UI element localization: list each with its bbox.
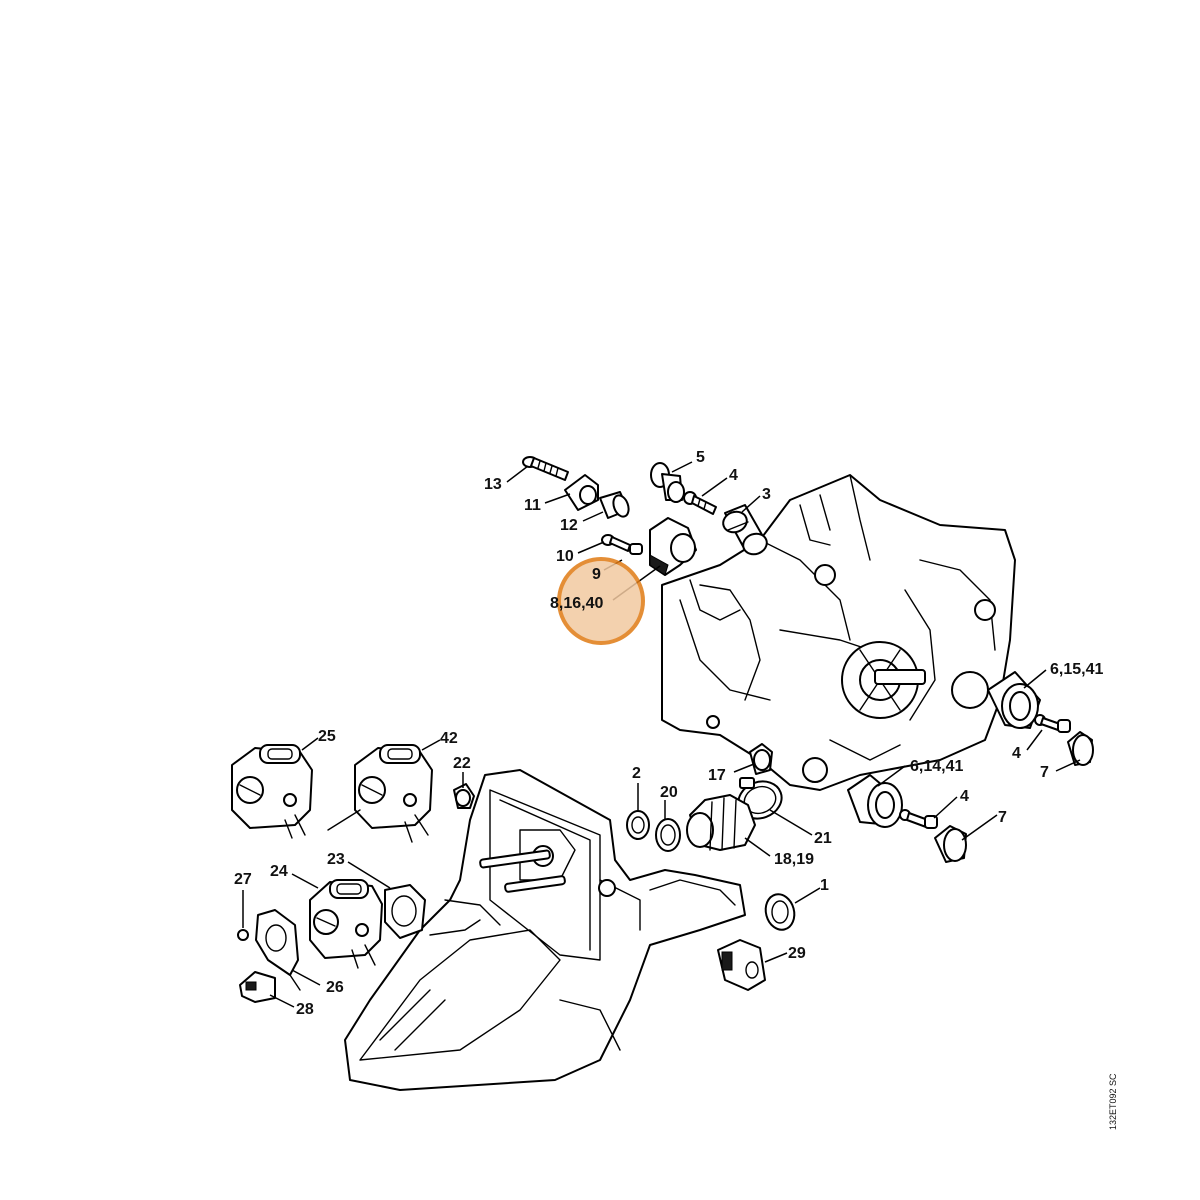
reference-code: 132ET092 SC [1108,1073,1118,1130]
callout-1[interactable]: 1 [820,877,829,894]
tank-housing [344,769,746,1091]
callout-42[interactable]: 42 [440,730,458,747]
washer-11 [564,474,599,511]
crankcase [661,474,1016,791]
plug-7-lower [934,825,967,863]
nut-27 [237,929,249,941]
screw-4-right [1034,714,1071,733]
gasket-23 [384,884,426,939]
callout-10[interactable]: 10 [556,548,574,565]
screw-4-lower [899,809,938,829]
annular-buffer-6-14-41 [847,774,903,828]
callout-8-16-40[interactable]: 8,16,40 [550,595,603,612]
callout-4-right[interactable]: 4 [1012,745,1021,762]
callout-18-19[interactable]: 18,19 [774,851,814,868]
callout-5[interactable]: 5 [696,449,705,466]
callout-23[interactable]: 23 [327,851,345,868]
manifold-18-19 [686,794,756,851]
plug-7-right [1067,731,1094,766]
highlight-circle[interactable] [557,557,645,645]
callout-25[interactable]: 25 [318,728,336,745]
callout-17[interactable]: 17 [708,767,726,784]
av-mount-9 [649,517,697,576]
callout-22[interactable]: 22 [453,755,471,772]
spring-17 [749,743,773,775]
callout-26[interactable]: 26 [326,979,344,996]
callout-28[interactable]: 28 [296,1001,314,1018]
buffer-3 [722,504,768,556]
carburetor-24 [309,879,383,969]
guide-29 [717,939,766,991]
callout-27[interactable]: 27 [234,871,252,888]
callout-7-lower[interactable]: 7 [998,809,1007,826]
carburetor-42 [327,744,433,843]
flange-1 [764,893,796,931]
carburetor-25 [231,744,313,839]
callout-6-14-41[interactable]: 6,14,41 [910,758,963,775]
callout-4-lower[interactable]: 4 [960,788,969,805]
callout-12[interactable]: 12 [560,517,578,534]
callout-29[interactable]: 29 [788,945,806,962]
callout-labels: 13 11 12 10 9 8,16,40 5 4 3 6,15,41 4 7 … [234,449,1103,1018]
callout-4-top[interactable]: 4 [729,467,738,484]
ring-20 [655,818,681,852]
grommet-22 [453,783,475,809]
callout-3[interactable]: 3 [762,486,771,503]
callout-13[interactable]: 13 [484,476,502,493]
screw-10 [601,534,643,555]
screw-13 [522,456,569,481]
callout-7-right[interactable]: 7 [1040,764,1049,781]
callout-9[interactable]: 9 [592,566,601,583]
screw-4-top [683,491,717,515]
bush-5 [650,462,685,503]
gasket-26 [255,909,301,991]
flange-2 [626,810,650,840]
callout-24[interactable]: 24 [270,863,288,880]
callout-6-15-41[interactable]: 6,15,41 [1050,661,1103,678]
callout-11[interactable]: 11 [524,497,541,514]
bush-12 [599,491,630,519]
callout-2[interactable]: 2 [632,765,641,782]
connector-28 [239,971,276,1003]
callout-20[interactable]: 20 [660,784,678,801]
callout-21[interactable]: 21 [814,830,832,847]
